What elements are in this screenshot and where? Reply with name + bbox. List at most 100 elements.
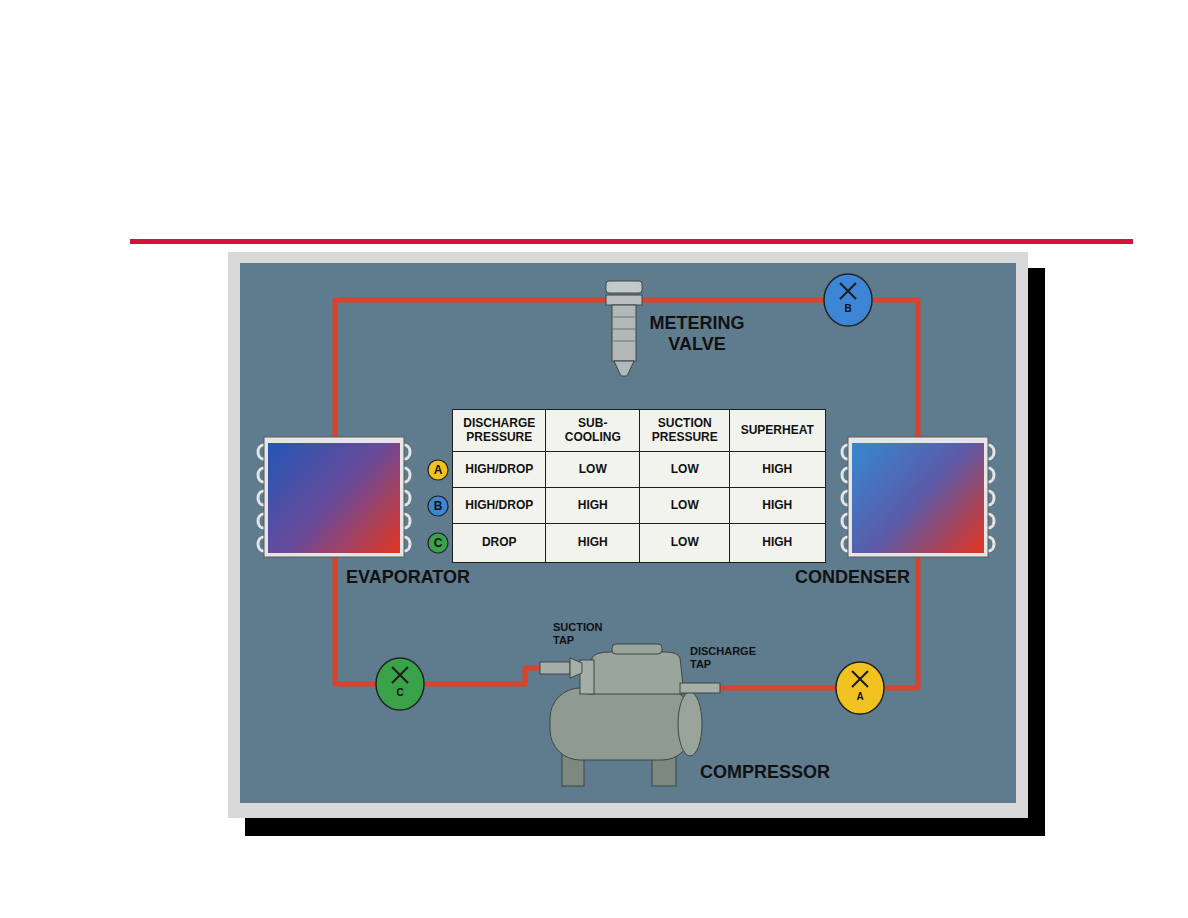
tube-bend xyxy=(988,445,994,459)
coil-shape xyxy=(256,437,412,557)
valve-body xyxy=(612,305,636,361)
valve-cap xyxy=(606,281,642,293)
table-value: LOW xyxy=(671,499,699,513)
coil-shape xyxy=(840,437,996,557)
tube-bend xyxy=(988,514,994,528)
row-marker: C xyxy=(427,532,449,554)
tube-bend xyxy=(842,491,848,505)
callout-letter: C xyxy=(427,532,449,554)
table-cell: HIGH xyxy=(729,451,826,489)
tube-bend xyxy=(258,514,264,528)
table-cell: DISCHARGE PRESSURE xyxy=(452,409,547,453)
tube-bend xyxy=(404,468,410,482)
tap-label: SUCTION TAP xyxy=(553,621,615,646)
x-mark xyxy=(392,667,408,683)
x-mark xyxy=(852,671,868,687)
table-cell: SUB-COOLING xyxy=(545,409,641,453)
compressor-body xyxy=(550,688,692,760)
refrigerant-pipe xyxy=(720,686,835,691)
table-cell: LOW xyxy=(639,523,731,563)
callout-circle: A xyxy=(835,661,885,715)
table-value: HIGH/DROP xyxy=(465,499,533,513)
table-value: DROP xyxy=(482,536,517,550)
table-cell: LOW xyxy=(545,451,641,489)
table-value: LOW xyxy=(579,463,607,477)
valve-ring xyxy=(612,329,636,330)
table-cell: HIGH/DROP xyxy=(452,487,547,525)
table-value: LOW xyxy=(671,463,699,477)
table-cell: SUCTION PRESSURE xyxy=(639,409,731,453)
valve-ring xyxy=(612,341,636,342)
refrigerant-pipe xyxy=(873,300,918,437)
tube-bend xyxy=(842,514,848,528)
suction-fitting xyxy=(540,662,570,674)
valve-ring xyxy=(612,317,636,318)
tube-bend xyxy=(404,445,410,459)
pipeCircle-shape xyxy=(823,273,873,327)
table-value: HIGH xyxy=(762,463,792,477)
refrigerant-pipe xyxy=(425,668,540,684)
callout-ellipse xyxy=(824,274,872,326)
coil-frame xyxy=(264,437,404,557)
table-cell: LOW xyxy=(639,451,731,489)
callout-letter: B xyxy=(823,303,873,315)
tube-bend xyxy=(258,468,264,482)
callout-letter: A xyxy=(427,459,449,481)
metering-valve: METERING VALVE xyxy=(606,281,642,377)
coil-frame xyxy=(848,437,988,557)
x-mark xyxy=(840,283,856,299)
picture-frame xyxy=(228,252,1028,818)
callout-letter: C xyxy=(375,687,425,699)
callout-ellipse xyxy=(376,658,424,710)
table-value: LOW xyxy=(671,536,699,550)
column-heading: SUCTION PRESSURE xyxy=(645,417,725,445)
callout-letter: A xyxy=(835,691,885,703)
part-label: CONDENSER xyxy=(795,567,910,588)
callout-circle: B xyxy=(823,273,873,327)
callout-circle: C xyxy=(375,657,425,711)
marker-circle xyxy=(428,496,448,516)
table-value: HIGH xyxy=(762,536,792,550)
table-value: HIGH xyxy=(762,499,792,513)
pipeCircle-shape xyxy=(375,657,425,711)
marker-circle xyxy=(428,460,448,480)
table-cell: HIGH xyxy=(545,523,641,563)
table-cell: LOW xyxy=(639,487,731,525)
tube-bend xyxy=(258,445,264,459)
table-cell: HIGH/DROP xyxy=(452,451,547,489)
tube-bend xyxy=(842,445,848,459)
row-marker: B xyxy=(427,495,449,517)
tap-label: DISCHARGE TAP xyxy=(690,645,768,670)
valve-shape xyxy=(606,281,642,377)
evaporator-coil: EVAPORATOR xyxy=(256,437,412,557)
tube-bend xyxy=(404,514,410,528)
marker-circle xyxy=(428,533,448,553)
table-value: HIGH xyxy=(578,499,608,513)
part-label: EVAPORATOR xyxy=(346,567,470,588)
compressor-end xyxy=(678,692,702,756)
coil-fins xyxy=(852,443,984,553)
tube-bend xyxy=(842,468,848,482)
suction-nut xyxy=(570,658,582,678)
tube-bend xyxy=(404,491,410,505)
part-label: COMPRESSOR xyxy=(700,762,830,783)
table-cell: SUPERHEAT xyxy=(729,409,826,453)
tube-bend xyxy=(404,537,410,551)
tube-bend xyxy=(258,537,264,551)
compressor-head xyxy=(588,652,684,694)
part-label: METERING VALVE xyxy=(642,313,752,354)
tube-bend xyxy=(842,537,848,551)
picture-ground xyxy=(240,263,1016,803)
callout-letter: B xyxy=(427,495,449,517)
tube-bend xyxy=(988,537,994,551)
discharge-pipe xyxy=(680,683,720,693)
table-cell: HIGH xyxy=(729,523,826,563)
condenser-coil: CONDENSER xyxy=(840,437,996,557)
tube-bend xyxy=(988,468,994,482)
table-value: HIGH xyxy=(578,536,608,550)
table-value: HIGH/DROP xyxy=(465,463,533,477)
pipeCircle-shape xyxy=(835,661,885,715)
column-heading: SUPERHEAT xyxy=(735,424,819,438)
coil-fins xyxy=(268,443,400,553)
row-marker: A xyxy=(427,459,449,481)
